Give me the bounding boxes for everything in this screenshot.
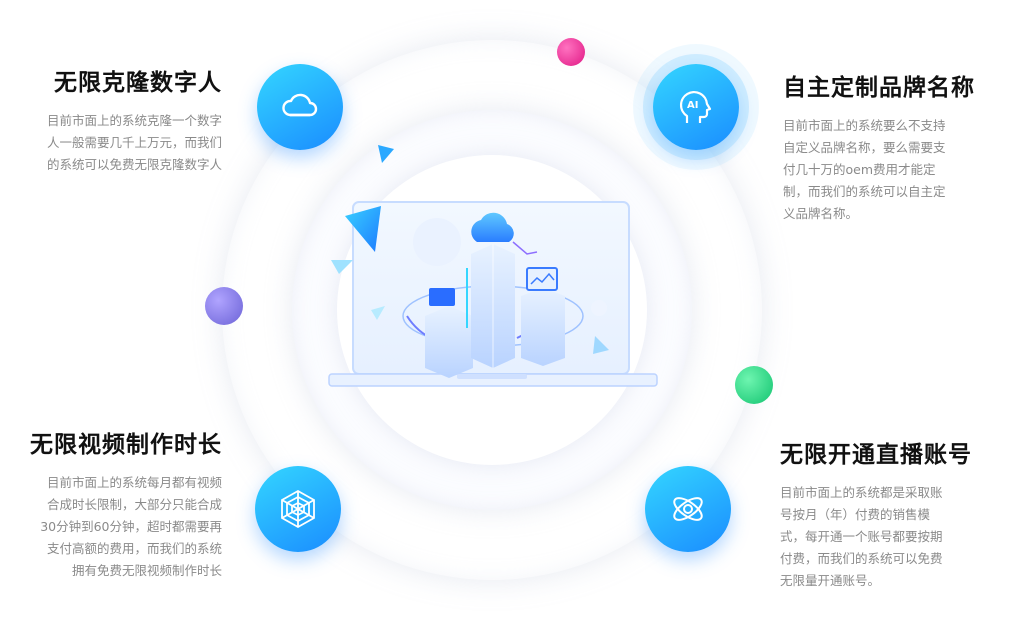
feature-desc: 目前市面上的系统都是采取账 号按月（年）付费的销售模 式，每开通一个账号都要按期…	[780, 482, 990, 592]
desc-line: 的系统可以免费无限克隆数字人	[46, 157, 222, 172]
feature-icon-video	[255, 466, 341, 552]
purple-dot	[205, 287, 243, 325]
pink-dot	[557, 38, 585, 66]
desc-line: 号按月（年）付费的销售模	[780, 507, 931, 522]
desc-line: 义品牌名称。	[783, 206, 859, 221]
desc-line: 目前市面上的系统要么不支持	[783, 118, 946, 133]
feature-title: 无限视频制作时长	[30, 432, 222, 458]
feature-desc: 目前市面上的系统要么不支持 自定义品牌名称，要么需要支 付几十万的oem费用才能…	[783, 115, 988, 225]
desc-line: 自定义品牌名称，要么需要支	[783, 140, 946, 155]
ai-head-icon: AI	[680, 91, 712, 123]
desc-line: 人一般需要几千上万元，而我们	[46, 135, 222, 150]
desc-line: 付几十万的oem费用才能定	[783, 162, 936, 177]
feature-live: 无限开通直播账号 目前市面上的系统都是采取账 号按月（年）付费的销售模 式，每开…	[780, 440, 990, 592]
desc-line: 无限量开通账号。	[780, 573, 881, 588]
feature-icon-brand: AI	[653, 64, 739, 150]
desc-line: 拥有免费无限视频制作时长	[71, 563, 222, 578]
feature-icon-live	[645, 466, 731, 552]
green-dot	[735, 366, 773, 404]
feature-desc: 目前市面上的系统克隆一个数字 人一般需要几千上万元，而我们 的系统可以免费无限克…	[22, 110, 222, 176]
feature-clone: 无限克隆数字人 目前市面上的系统克隆一个数字 人一般需要几千上万元，而我们 的系…	[22, 68, 222, 176]
desc-line: 目前市面上的系统都是采取账	[780, 485, 943, 500]
desc-line: 目前市面上的系统克隆一个数字	[46, 113, 222, 128]
laptop-illustration	[327, 198, 659, 393]
desc-line: 制，而我们的系统可以自主定	[783, 184, 946, 199]
feature-title: 无限克隆数字人	[54, 70, 222, 96]
desc-line: 目前市面上的系统每月都有视频	[46, 475, 222, 490]
desc-line: 支付高额的费用，而我们的系统	[46, 541, 222, 556]
feature-title: 自主定制品牌名称	[783, 75, 975, 101]
feature-brand: 自主定制品牌名称 目前市面上的系统要么不支持 自定义品牌名称，要么需要支 付几十…	[783, 73, 988, 225]
cloud-icon	[282, 93, 318, 117]
desc-line: 式，每开通一个账号都要按期	[780, 529, 943, 544]
ai-label: AI	[687, 100, 698, 111]
desc-line: 合成时长限制，大部分只能合成	[46, 497, 222, 512]
desc-line: 付费，而我们的系统可以免费	[780, 551, 943, 566]
floating-triangle	[378, 145, 394, 163]
desc-line: 30分钟到60分钟，超时都需要再	[40, 519, 222, 534]
web-icon	[281, 489, 315, 529]
feature-icon-clone	[257, 64, 343, 150]
feature-video: 无限视频制作时长 目前市面上的系统每月都有视频 合成时长限制，大部分只能合成 3…	[12, 430, 222, 582]
feature-desc: 目前市面上的系统每月都有视频 合成时长限制，大部分只能合成 30分钟到60分钟，…	[12, 472, 222, 582]
atom-icon	[673, 497, 703, 521]
feature-title: 无限开通直播账号	[780, 442, 972, 468]
